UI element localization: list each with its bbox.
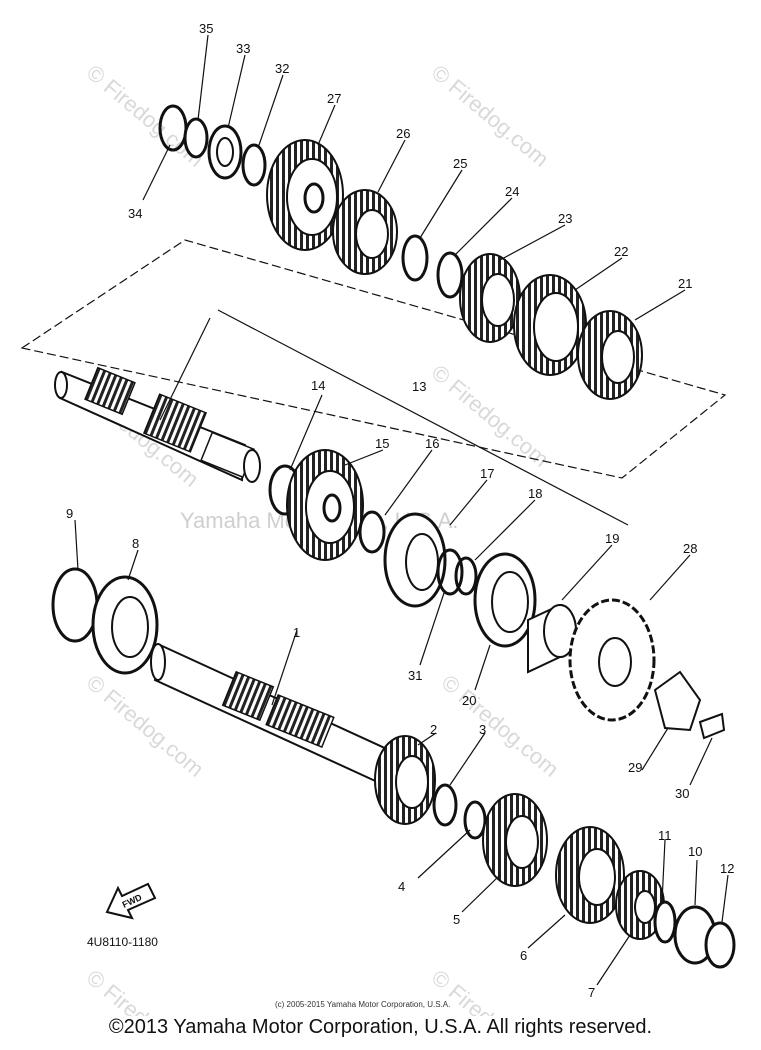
- bracket-line-13: [217, 309, 629, 526]
- sprocket-group: [568, 598, 726, 740]
- part-number-labels: 35 33 32 27 26 25 24 23 22 21 34 14 13 1…: [66, 21, 734, 1000]
- gear-2-face: [395, 755, 429, 809]
- label-35: 35: [199, 21, 213, 36]
- label-22: 22: [614, 244, 628, 259]
- label-19: 19: [605, 531, 619, 546]
- assembly-dashed-outline: [20, 239, 727, 479]
- leader-lines: [74, 34, 729, 986]
- circlip-9: [51, 567, 99, 643]
- lock-plate-29: [653, 670, 702, 732]
- label-9: 9: [66, 506, 73, 521]
- washer-12: [704, 921, 736, 969]
- label-30: 30: [675, 786, 689, 801]
- circlip-4: [463, 800, 487, 840]
- gear-6-face: [578, 848, 616, 906]
- label-34: 34: [128, 206, 142, 221]
- label-20: 20: [462, 693, 476, 708]
- label-6: 6: [520, 948, 527, 963]
- gear-27-hub: [303, 182, 325, 214]
- label-16: 16: [425, 436, 439, 451]
- gear-21-face: [601, 330, 635, 384]
- label-31: 31: [408, 668, 422, 683]
- watermark: © Firedog.com: [427, 60, 554, 172]
- washer-24: [436, 251, 464, 299]
- label-13: 13: [412, 379, 426, 394]
- gear-22-face: [533, 292, 579, 362]
- label-27: 27: [327, 91, 341, 106]
- oil-seal-20-inner: [491, 571, 529, 633]
- label-5: 5: [453, 912, 460, 927]
- label-17: 17: [480, 466, 494, 481]
- exploded-view-drawing: © Firedog.com © Firedog.com © Firedog.co…: [20, 21, 736, 1016]
- watermark: © Firedog.com: [427, 360, 554, 472]
- label-15: 15: [375, 436, 389, 451]
- label-8: 8: [132, 536, 139, 551]
- circlip-18: [454, 556, 478, 596]
- label-10: 10: [688, 844, 702, 859]
- label-25: 25: [453, 156, 467, 171]
- bearing-33-inner: [216, 137, 234, 167]
- gear-23-face: [481, 273, 515, 327]
- label-14: 14: [311, 378, 325, 393]
- label-29: 29: [628, 760, 642, 775]
- washer-3: [432, 783, 458, 827]
- watermark: © Firedog.com: [82, 965, 209, 1016]
- sprocket-hub: [598, 637, 632, 687]
- small-copyright: (c) 2005-2015 Yamaha Motor Corporation, …: [275, 1000, 450, 1009]
- upper-shaft-parts: [158, 104, 643, 400]
- bearing-33: [207, 124, 243, 180]
- label-12: 12: [720, 861, 734, 876]
- label-7: 7: [588, 985, 595, 1000]
- label-1: 1: [293, 625, 300, 640]
- label-2: 2: [430, 722, 437, 737]
- bolt-30: [698, 712, 726, 740]
- label-23: 23: [558, 211, 572, 226]
- bearing-17-inner: [405, 533, 439, 591]
- label-26: 26: [396, 126, 410, 141]
- lower-gears: [374, 735, 736, 969]
- forward-arrow: FWD: [105, 882, 157, 920]
- label-33: 33: [236, 41, 250, 56]
- washer-11: [653, 900, 677, 944]
- label-24: 24: [505, 184, 519, 199]
- label-4: 4: [398, 879, 405, 894]
- drive-axle-1: [150, 643, 402, 792]
- collar-25: [401, 234, 429, 282]
- main-axle-13: [54, 366, 261, 483]
- bearing-8-inner: [111, 596, 149, 658]
- gear-15-hub: [322, 493, 342, 523]
- middle-parts: [268, 449, 577, 674]
- gear-26-face: [355, 209, 389, 259]
- diagram-code: 4U8110-1180: [87, 935, 158, 949]
- label-18: 18: [528, 486, 542, 501]
- washer-32: [241, 143, 267, 187]
- label-32: 32: [275, 61, 289, 76]
- label-28: 28: [683, 541, 697, 556]
- washer-35: [183, 117, 209, 159]
- footer-copyright: ©2013 Yamaha Motor Corporation, U.S.A. A…: [108, 1016, 653, 1038]
- watermark: © Firedog.com: [437, 670, 564, 782]
- gear-5-face: [505, 815, 539, 869]
- washer-16: [358, 510, 386, 554]
- gear-7-face: [634, 890, 656, 924]
- label-11: 11: [658, 828, 672, 843]
- label-21: 21: [678, 276, 692, 291]
- circlip-31: [436, 548, 464, 596]
- label-3: 3: [479, 722, 486, 737]
- lower-left-parts: [51, 567, 159, 675]
